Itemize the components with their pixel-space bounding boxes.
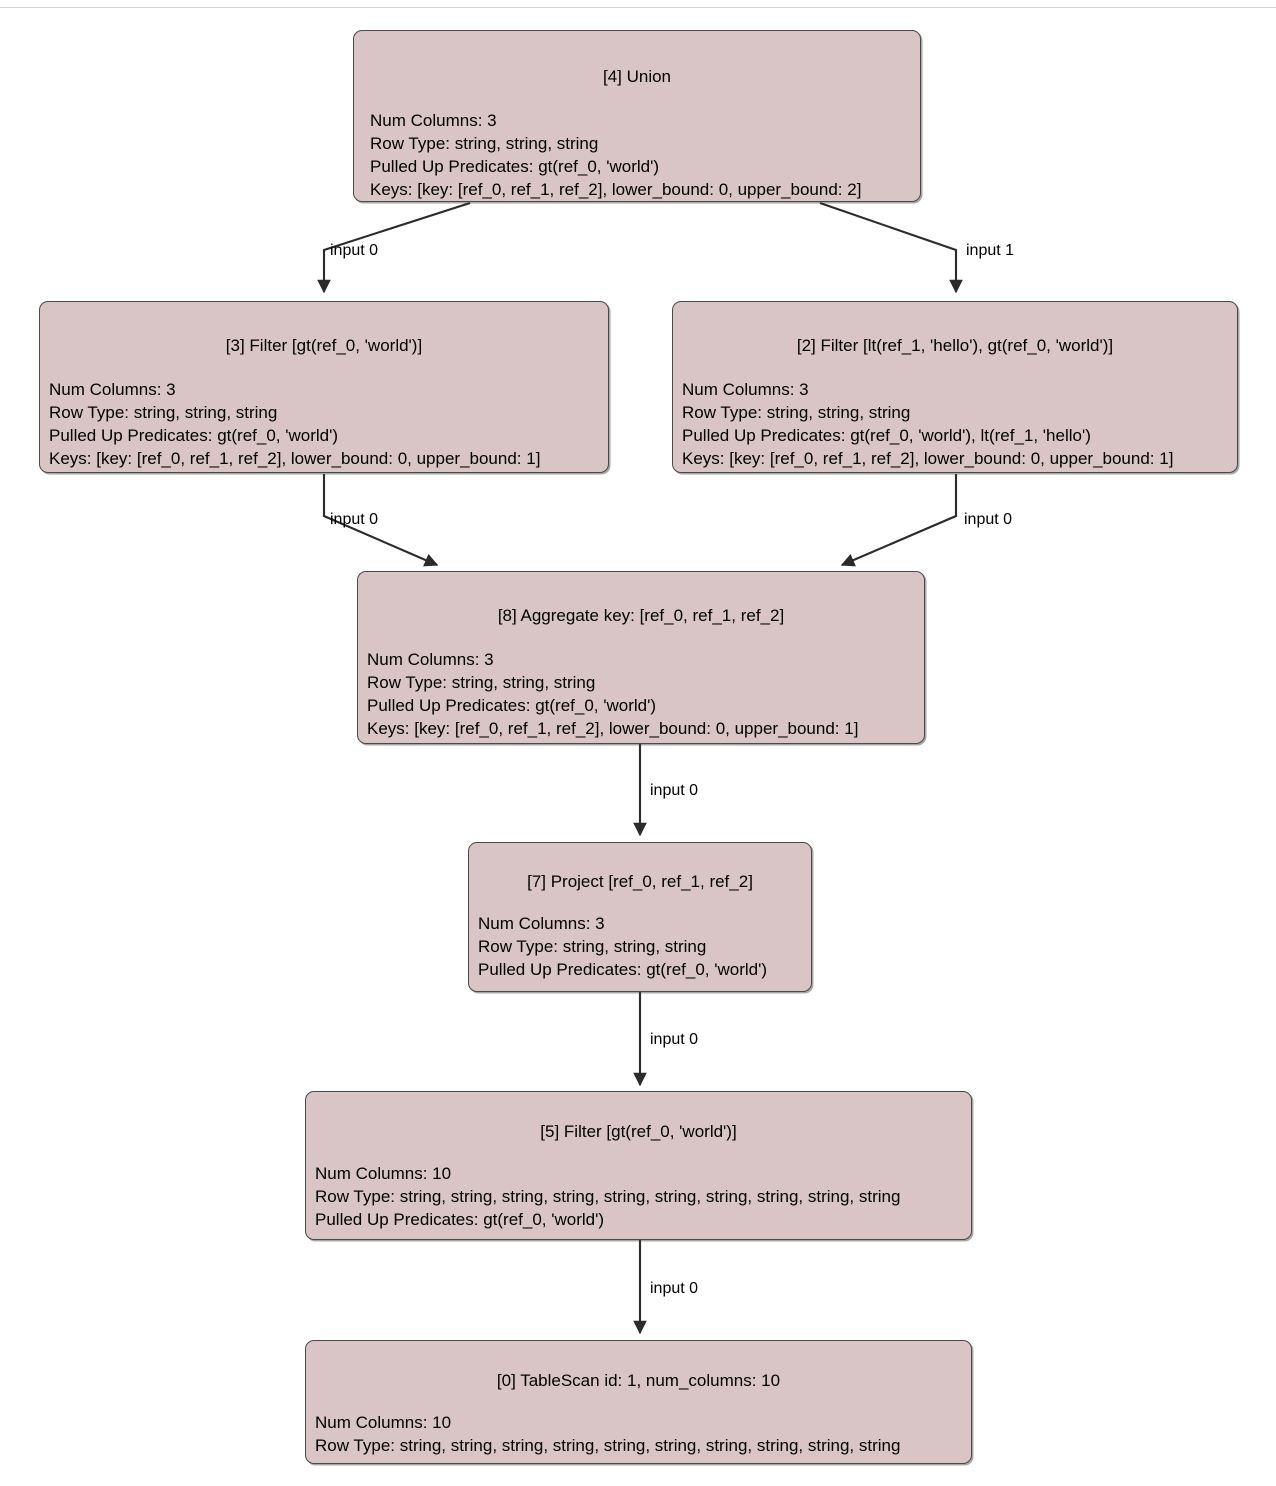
node-aggregate-8-body: Num Columns: 3 Row Type: string, string,… — [367, 648, 924, 740]
node-filter-3-line-0: Num Columns: 3 — [49, 380, 176, 400]
node-filter-2-line-3: Keys: [key: [ref_0, ref_1, ref_2], lower… — [682, 449, 1174, 469]
node-filter-5-body: Num Columns: 10 Row Type: string, string… — [315, 1162, 971, 1231]
edge-union4-to-filter3 — [317, 202, 471, 294]
node-filter-2-title: [2] Filter [lt(ref_1, 'hello'), gt(ref_0… — [796, 336, 1114, 355]
node-aggregate-8-line-3: Keys: [key: [ref_0, ref_1, ref_2], lower… — [367, 719, 859, 739]
edge-filter3-to-aggregate8 — [322, 474, 439, 567]
node-filter-5[interactable]: [5] Filter [gt(ref_0, 'world')] Num Colu… — [305, 1091, 972, 1240]
top-divider — [0, 7, 1276, 8]
node-union-4-body: Num Columns: 3 Row Type: string, string,… — [370, 109, 920, 201]
node-filter-5-line-0: Num Columns: 10 — [315, 1164, 452, 1184]
node-filter-2-line-0: Num Columns: 3 — [682, 380, 809, 400]
node-tablescan-0-body: Num Columns: 10 Row Type: string, string… — [315, 1411, 971, 1457]
node-filter-5-line-1: Row Type: string, string, string, string… — [315, 1187, 901, 1207]
node-union-4-line-0: Num Columns: 3 — [370, 111, 497, 131]
node-filter-3-line-1: Row Type: string, string, string — [49, 403, 278, 423]
edge-label-union4-to-filter2: input 1 — [966, 242, 1015, 259]
node-filter-2-line-2: Pulled Up Predicates: gt(ref_0, 'world')… — [682, 426, 1091, 446]
node-union-4-line-1: Row Type: string, string, string — [370, 134, 599, 154]
node-project-7-line-2: Pulled Up Predicates: gt(ref_0, 'world') — [478, 960, 768, 980]
node-aggregate-8-line-0: Num Columns: 3 — [367, 650, 494, 670]
node-aggregate-8-line-2: Pulled Up Predicates: gt(ref_0, 'world') — [367, 696, 657, 716]
node-project-7-title: [7] Project [ref_0, ref_1, ref_2] — [527, 872, 753, 891]
node-tablescan-0-line-0: Num Columns: 10 — [315, 1413, 452, 1433]
node-filter-5-title: [5] Filter [gt(ref_0, 'world')] — [540, 1122, 737, 1141]
edge-label-project7-to-filter5: input 0 — [650, 1031, 699, 1048]
edge-label-filter5-to-tablescan0: input 0 — [650, 1280, 699, 1297]
node-aggregate-8-line-1: Row Type: string, string, string — [367, 673, 596, 693]
node-union-4-line-3: Keys: [key: [ref_0, ref_1, ref_2], lower… — [370, 180, 862, 200]
node-filter-3-title: [3] Filter [gt(ref_0, 'world')] — [225, 336, 423, 355]
node-project-7-body: Num Columns: 3 Row Type: string, string,… — [478, 912, 811, 981]
node-project-7-line-0: Num Columns: 3 — [478, 914, 605, 934]
node-tablescan-0-title: [0] TableScan id: 1, num_columns: 10 — [496, 1371, 781, 1390]
node-filter-2-body: Num Columns: 3 Row Type: string, string,… — [682, 378, 1237, 470]
node-tablescan-0[interactable]: [0] TableScan id: 1, num_columns: 10 Num… — [305, 1340, 972, 1464]
node-union-4-line-2: Pulled Up Predicates: gt(ref_0, 'world') — [370, 157, 660, 177]
node-union-4-title: [4] Union — [602, 67, 672, 86]
edge-label-union4-to-filter3: input 0 — [330, 242, 379, 259]
node-filter-5-line-2: Pulled Up Predicates: gt(ref_0, 'world') — [315, 1210, 605, 1230]
edge-label-aggregate8-to-project7: input 0 — [650, 782, 699, 799]
node-tablescan-0-line-1: Row Type: string, string, string, string… — [315, 1436, 901, 1456]
edge-label-filter2-to-aggregate8: input 0 — [964, 511, 1013, 528]
node-filter-3[interactable]: [3] Filter [gt(ref_0, 'world')] Num Colu… — [39, 301, 609, 473]
edge-union4-to-filter2 — [819, 202, 963, 294]
node-project-7-line-1: Row Type: string, string, string — [478, 937, 707, 957]
node-filter-2-line-1: Row Type: string, string, string — [682, 403, 911, 423]
node-aggregate-8-title: [8] Aggregate key: [ref_0, ref_1, ref_2] — [497, 606, 785, 625]
edge-label-filter3-to-aggregate8: input 0 — [330, 511, 379, 528]
node-filter-3-line-3: Keys: [key: [ref_0, ref_1, ref_2], lower… — [49, 449, 541, 469]
node-aggregate-8[interactable]: [8] Aggregate key: [ref_0, ref_1, ref_2]… — [357, 571, 925, 744]
node-project-7[interactable]: [7] Project [ref_0, ref_1, ref_2] Num Co… — [468, 842, 812, 992]
node-filter-2[interactable]: [2] Filter [lt(ref_1, 'hello'), gt(ref_0… — [672, 301, 1238, 473]
node-union-4[interactable]: [4] Union Num Columns: 3 Row Type: strin… — [353, 30, 921, 202]
node-filter-3-line-2: Pulled Up Predicates: gt(ref_0, 'world') — [49, 426, 339, 446]
edge-filter2-to-aggregate8 — [840, 474, 958, 567]
node-filter-3-body: Num Columns: 3 Row Type: string, string,… — [49, 378, 608, 470]
